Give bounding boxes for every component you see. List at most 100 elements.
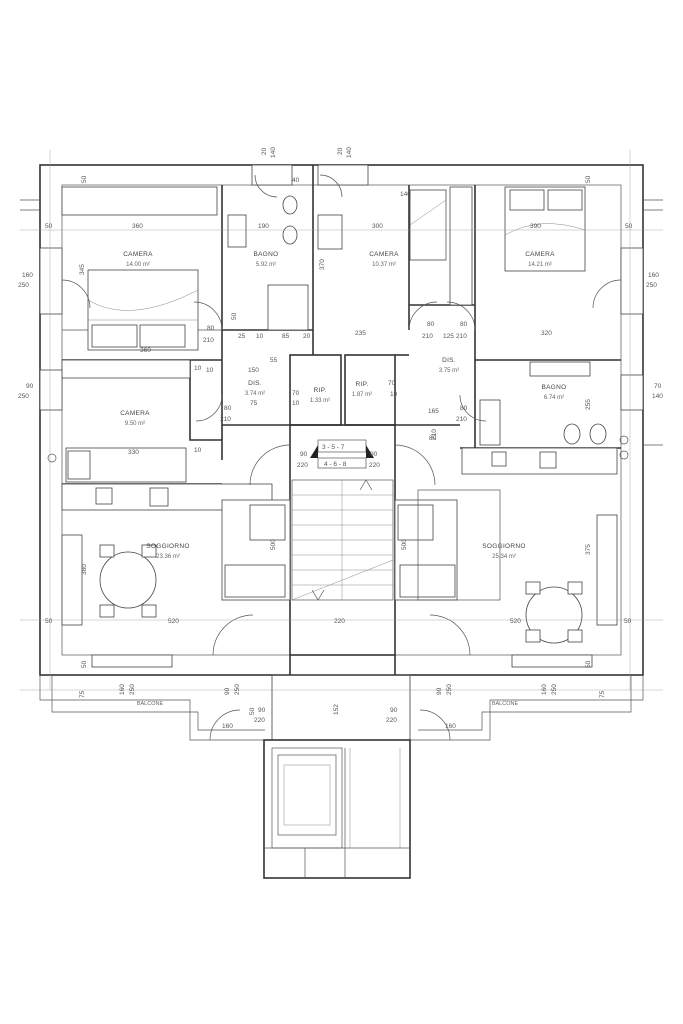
dim-label: 235 xyxy=(355,330,366,337)
stair-label-down: 4 - 6 - 8 xyxy=(324,461,347,468)
dim-label: 500 xyxy=(270,539,277,550)
dim-label: 360 xyxy=(132,223,143,230)
dim-label: 10 xyxy=(256,333,264,340)
dim-label: 90 xyxy=(436,687,443,695)
dimension-labels: 20 140 20 140 50 50 40 140 360 190 300 3… xyxy=(18,147,663,730)
dim-label: 90 xyxy=(224,687,231,695)
dim-label: 250 xyxy=(234,684,241,695)
dim-label: 10 xyxy=(194,365,202,372)
staircase xyxy=(291,439,394,601)
dim-label: 160 xyxy=(22,272,33,279)
dim-label: 160 xyxy=(222,723,233,730)
room-name-camera-nw: CAMERA xyxy=(123,251,153,258)
room-area-soggiorno-w: 23.36 m² xyxy=(156,554,180,560)
dim-label: 50 xyxy=(585,175,592,183)
dim-label: 150 xyxy=(248,367,259,374)
dim-label: 300 xyxy=(372,223,383,230)
dim-label: 250 xyxy=(18,393,29,400)
elevator-block xyxy=(263,739,411,879)
dim-label: 50 xyxy=(624,618,632,625)
dim-label: 20 xyxy=(303,333,311,340)
dim-label: 50 xyxy=(231,312,238,320)
room-name-soggiorno-e: SOGGIORNO xyxy=(482,543,526,550)
windows xyxy=(39,164,644,668)
dim-label: 50 xyxy=(45,618,53,625)
room-name-balcone-w: BALCONE xyxy=(137,701,164,707)
dim-label: 250 xyxy=(18,282,29,289)
dim-label: 10 xyxy=(194,447,202,454)
room-area-bagno-e: 6.74 m² xyxy=(544,395,564,401)
dim-label: 220 xyxy=(254,717,265,724)
dim-label: 25 xyxy=(238,333,246,340)
dim-label: 50 xyxy=(81,660,88,668)
doors xyxy=(61,174,622,741)
room-name-dis-e: DIS. xyxy=(442,357,456,364)
dim-label: 90 xyxy=(300,451,308,458)
dim-label: 330 xyxy=(128,449,139,456)
dim-label: 10 xyxy=(390,391,398,398)
dim-label: 220 xyxy=(297,462,308,469)
dim-label: 210 xyxy=(220,416,231,423)
balconies xyxy=(39,674,644,741)
dim-label: 160 xyxy=(648,272,659,279)
furniture xyxy=(61,186,618,644)
dim-label: 190 xyxy=(258,223,269,230)
dim-label: 370 xyxy=(319,259,326,270)
dim-label: 70 xyxy=(654,383,662,390)
room-area-dis-w: 3.74 m² xyxy=(245,391,265,397)
dim-label: 210 xyxy=(431,429,438,440)
room-area-camera-nc: 10.37 m² xyxy=(372,262,396,268)
dim-label: 140 xyxy=(270,147,277,158)
dim-label: 75 xyxy=(599,690,606,698)
dim-label: 520 xyxy=(168,618,179,625)
dim-label: 70 xyxy=(388,380,396,387)
room-area-soggiorno-e: 25.34 m² xyxy=(492,554,516,560)
dim-label: 70 xyxy=(292,390,300,397)
room-labels: CAMERA 14.00 m² BAGNO 5.92 m² CAMERA 10.… xyxy=(120,251,566,707)
dim-label: 140 xyxy=(400,191,411,198)
dim-label: 10 xyxy=(292,400,300,407)
dim-label: 50 xyxy=(249,707,256,715)
dim-label: 80 xyxy=(460,321,468,328)
dim-label: 75 xyxy=(250,400,258,407)
dim-label: 80 xyxy=(207,325,215,332)
dim-label: 140 xyxy=(652,393,663,400)
dim-label: 55 xyxy=(270,357,278,364)
room-name-balcone-e: BALCONE xyxy=(492,701,519,707)
dim-label: 50 xyxy=(81,175,88,183)
dim-label: 220 xyxy=(386,717,397,724)
dim-label: 500 xyxy=(401,539,408,550)
dim-label: 50 xyxy=(625,223,633,230)
dim-label: 255 xyxy=(585,399,592,410)
room-area-rip-e: 1.87 m² xyxy=(352,392,372,398)
room-name-camera-w: CAMERA xyxy=(120,410,150,417)
room-name-rip-w: RIP. xyxy=(313,387,326,394)
dim-label: 80 xyxy=(460,405,468,412)
room-name-camera-ne: CAMERA xyxy=(525,251,555,258)
room-name-bagno-e: BAGNO xyxy=(542,384,567,391)
dimension-lines xyxy=(20,150,663,691)
dim-label: 160 xyxy=(445,723,456,730)
dim-label: 210 xyxy=(203,337,214,344)
dim-label: 152 xyxy=(333,704,340,715)
dim-label: 80 xyxy=(429,435,437,442)
dim-label: 250 xyxy=(129,684,136,695)
dim-label: 220 xyxy=(334,618,345,625)
dim-label: 80 xyxy=(427,321,435,328)
dim-label: 160 xyxy=(119,684,126,695)
room-area-camera-w: 9.50 m² xyxy=(125,421,145,427)
dim-label: 380 xyxy=(81,564,88,575)
dim-label: 210 xyxy=(456,333,467,340)
dim-label: 140 xyxy=(346,147,353,158)
dim-label: 160 xyxy=(541,684,548,695)
room-name-bagno-n: BAGNO xyxy=(254,251,279,258)
dim-label: 20 xyxy=(261,147,268,155)
dim-label: 125 xyxy=(443,333,454,340)
dim-label: 90 xyxy=(390,707,398,714)
dim-label: 250 xyxy=(446,684,453,695)
dim-label: 210 xyxy=(422,333,433,340)
dim-label: 20 xyxy=(337,147,344,155)
interior-walls xyxy=(62,165,621,675)
room-area-rip-w: 1.33 m² xyxy=(310,398,330,404)
